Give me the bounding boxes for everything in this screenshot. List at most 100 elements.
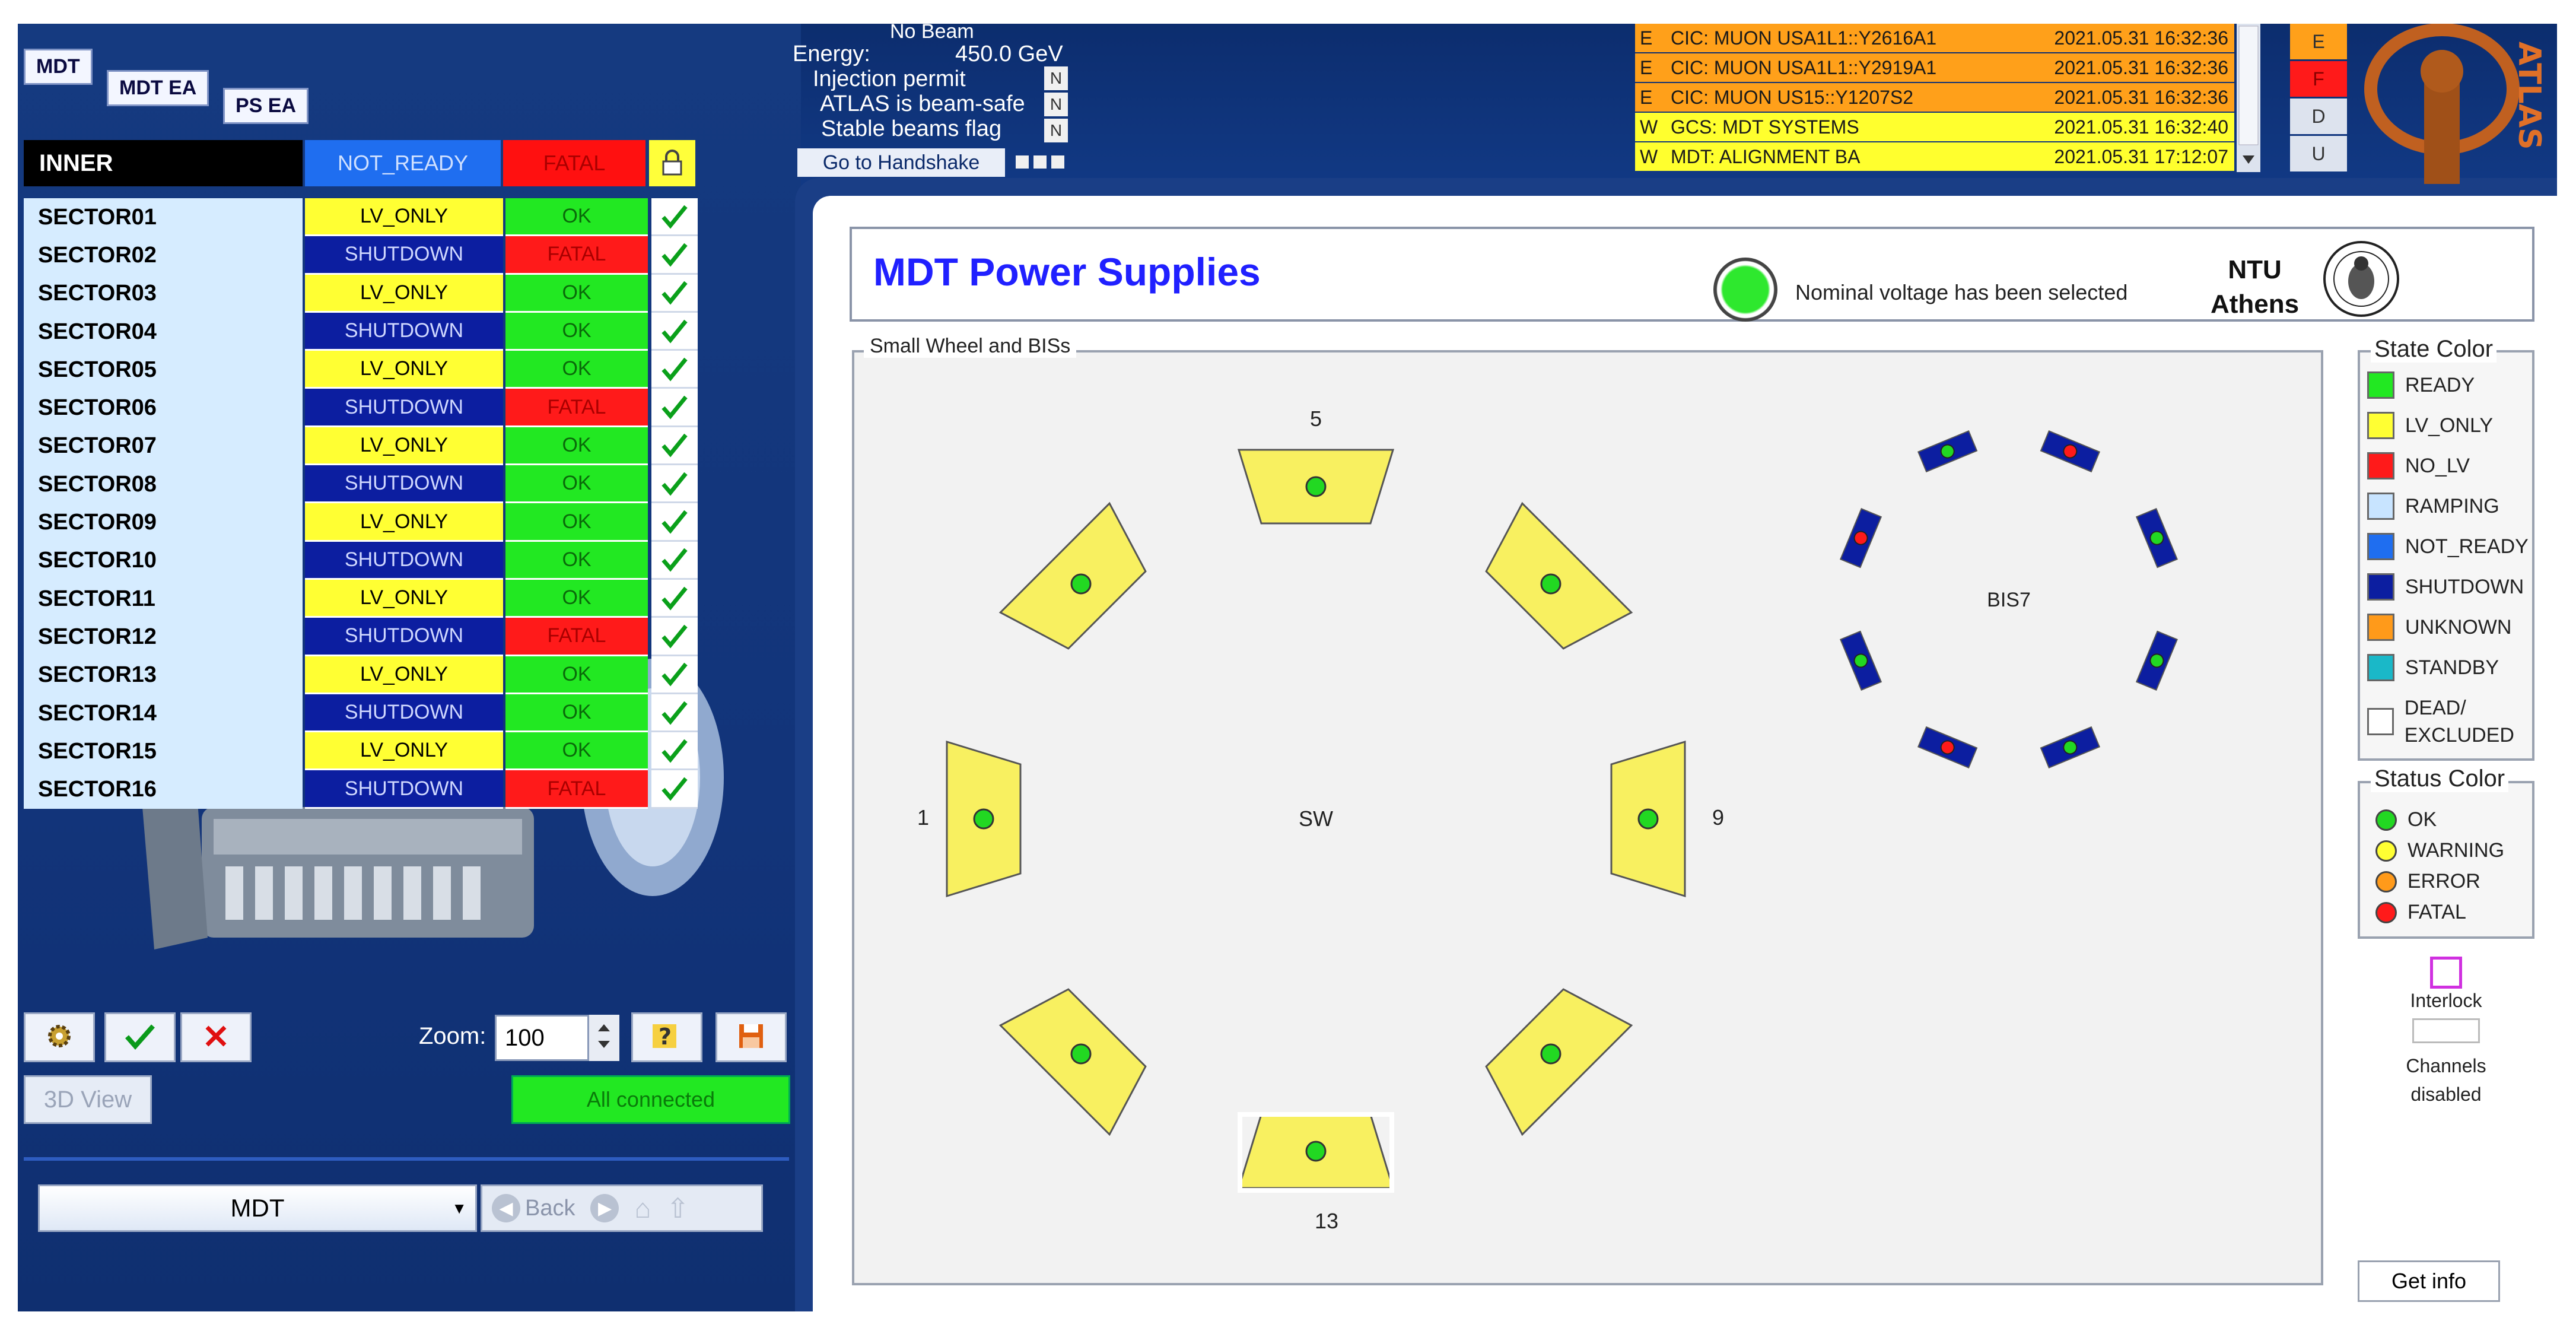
sw-sector[interactable] [1470, 973, 1633, 1136]
sector-state[interactable]: SHUTDOWN [305, 770, 503, 809]
save-button[interactable] [715, 1012, 787, 1062]
sector-state[interactable]: LV_ONLY [305, 503, 503, 542]
sector-state[interactable]: SHUTDOWN [305, 465, 503, 504]
enabled-check-icon[interactable] [651, 389, 698, 427]
sector-name[interactable]: SECTOR14 [24, 694, 303, 733]
sector-name[interactable]: SECTOR05 [24, 351, 303, 389]
sector-name[interactable]: SECTOR08 [24, 465, 303, 504]
sector-state[interactable]: SHUTDOWN [305, 236, 503, 275]
enabled-check-icon[interactable] [651, 732, 698, 771]
home-icon[interactable]: ⌂ [634, 1193, 651, 1224]
enabled-check-icon[interactable] [651, 503, 698, 542]
inner-header[interactable]: INNER [24, 140, 303, 186]
sector-status[interactable]: OK [505, 732, 648, 771]
sector-status[interactable]: FATAL [505, 389, 648, 427]
back-button[interactable]: ◀ Back [492, 1194, 575, 1222]
bis-chamber[interactable] [2135, 630, 2178, 691]
sector-name[interactable]: SECTOR04 [24, 312, 303, 351]
help-button[interactable]: ? [631, 1012, 702, 1062]
enabled-check-icon[interactable] [651, 236, 698, 275]
sector-state[interactable]: LV_ONLY [305, 198, 503, 237]
sector-status[interactable]: OK [505, 351, 648, 389]
sector-status[interactable]: FATAL [505, 618, 648, 656]
sw-sector[interactable] [946, 740, 1022, 898]
select-all-button[interactable] [104, 1012, 176, 1062]
sector-status[interactable]: OK [505, 465, 648, 504]
sw-sector[interactable] [1470, 501, 1633, 665]
alert-scrollbar[interactable] [2237, 24, 2260, 172]
sw-sector[interactable] [1610, 740, 1686, 898]
sector-status[interactable]: OK [505, 694, 648, 733]
sw-sector[interactable] [998, 973, 1162, 1136]
filter-d-button[interactable]: D [2290, 99, 2347, 134]
sector-state[interactable]: LV_ONLY [305, 656, 503, 694]
sector-state[interactable]: LV_ONLY [305, 427, 503, 466]
lock-icon[interactable] [649, 140, 695, 186]
sector-name[interactable]: SECTOR06 [24, 389, 303, 427]
sector-name[interactable]: SECTOR01 [24, 198, 303, 237]
tab-ps-ea[interactable]: PS EA [223, 88, 309, 124]
filter-f-button[interactable]: F [2290, 61, 2347, 97]
settings-button[interactable] [24, 1012, 95, 1062]
sector-status[interactable]: OK [505, 312, 648, 351]
sector-name[interactable]: SECTOR16 [24, 770, 303, 809]
sw-sector[interactable] [1237, 1113, 1395, 1189]
filter-e-button[interactable]: E [2290, 24, 2347, 59]
bis-chamber[interactable] [1840, 507, 1882, 568]
sector-state[interactable]: SHUTDOWN [305, 312, 503, 351]
sector-state[interactable]: SHUTDOWN [305, 618, 503, 656]
sector-status[interactable]: OK [505, 274, 648, 313]
sector-state[interactable]: LV_ONLY [305, 579, 503, 618]
sector-name[interactable]: SECTOR07 [24, 427, 303, 466]
sector-status[interactable]: OK [505, 198, 648, 237]
enabled-check-icon[interactable] [651, 618, 698, 656]
bis-chamber[interactable] [1840, 630, 1882, 691]
sector-status[interactable]: FATAL [505, 770, 648, 809]
bis-chamber[interactable] [1917, 430, 1978, 473]
enabled-check-icon[interactable] [651, 541, 698, 580]
panel-select[interactable]: MDT ▼ [38, 1184, 477, 1232]
filter-u-button[interactable]: U [2290, 136, 2347, 171]
bis-chamber[interactable] [2135, 507, 2178, 568]
tab-mdt-ea[interactable]: MDT EA [107, 70, 209, 106]
bis-chamber[interactable] [2040, 726, 2101, 768]
forward-arrow-icon[interactable]: ▶ [590, 1194, 619, 1222]
sector-state[interactable]: SHUTDOWN [305, 541, 503, 580]
inner-status-header[interactable]: FATAL [503, 140, 645, 186]
sector-name[interactable]: SECTOR09 [24, 503, 303, 542]
enabled-check-icon[interactable] [651, 579, 698, 618]
sector-name[interactable]: SECTOR02 [24, 236, 303, 275]
enabled-check-icon[interactable] [651, 770, 698, 809]
bis-chamber[interactable] [1917, 726, 1978, 768]
sector-status[interactable]: OK [505, 541, 648, 580]
inner-state-header[interactable]: NOT_READY [305, 140, 501, 186]
enabled-check-icon[interactable] [651, 427, 698, 466]
sector-status[interactable]: OK [505, 427, 648, 466]
sector-status[interactable]: OK [505, 579, 648, 618]
up-arrow-icon[interactable]: ⇧ [666, 1193, 689, 1224]
enabled-check-icon[interactable] [651, 312, 698, 351]
sector-state[interactable]: LV_ONLY [305, 274, 503, 313]
sector-name[interactable]: SECTOR10 [24, 541, 303, 580]
bis-chamber[interactable] [2040, 430, 2101, 473]
zoom-stepper[interactable] [587, 1015, 619, 1061]
sector-state[interactable]: LV_ONLY [305, 351, 503, 389]
